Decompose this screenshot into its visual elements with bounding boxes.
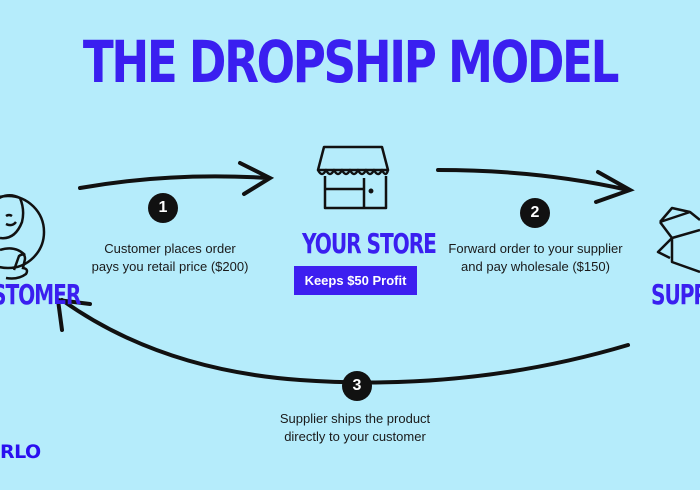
arrow-store-to-supplier: [436, 168, 635, 204]
step-3-text: Supplier ships the product directly to y…: [255, 410, 455, 446]
step-1-line2: pays you retail price ($200): [91, 259, 249, 274]
box-icon: [656, 206, 700, 274]
step-1-line1: Customer places order: [104, 241, 236, 256]
customer-icon: [0, 193, 46, 280]
profit-badge: Keeps $50 Profit: [294, 266, 417, 295]
step-1-badge: 1: [148, 193, 178, 223]
supplier-label: SUPPL: [651, 278, 700, 311]
step-2-badge: 2: [520, 198, 550, 228]
step-3-badge: 3: [342, 371, 372, 401]
page-title: THE DROPSHIP MODEL: [82, 28, 620, 96]
arrow-supplier-to-customer: [55, 297, 630, 385]
brand-logo: RLO: [0, 441, 41, 463]
store-icon: [316, 145, 390, 210]
step-2-text: Forward order to your supplier and pay w…: [428, 240, 643, 276]
customer-label: STOMER: [0, 278, 81, 311]
step-3-line2: directly to your customer: [284, 429, 426, 444]
step-2-line2: and pay wholesale ($150): [461, 259, 610, 274]
store-label: YOUR STORE: [302, 227, 437, 260]
step-1-text: Customer places order pays you retail pr…: [70, 240, 270, 276]
step-2-line1: Forward order to your supplier: [448, 241, 623, 256]
arrow-customer-to-store: [78, 161, 275, 196]
step-3-line1: Supplier ships the product: [279, 411, 431, 426]
